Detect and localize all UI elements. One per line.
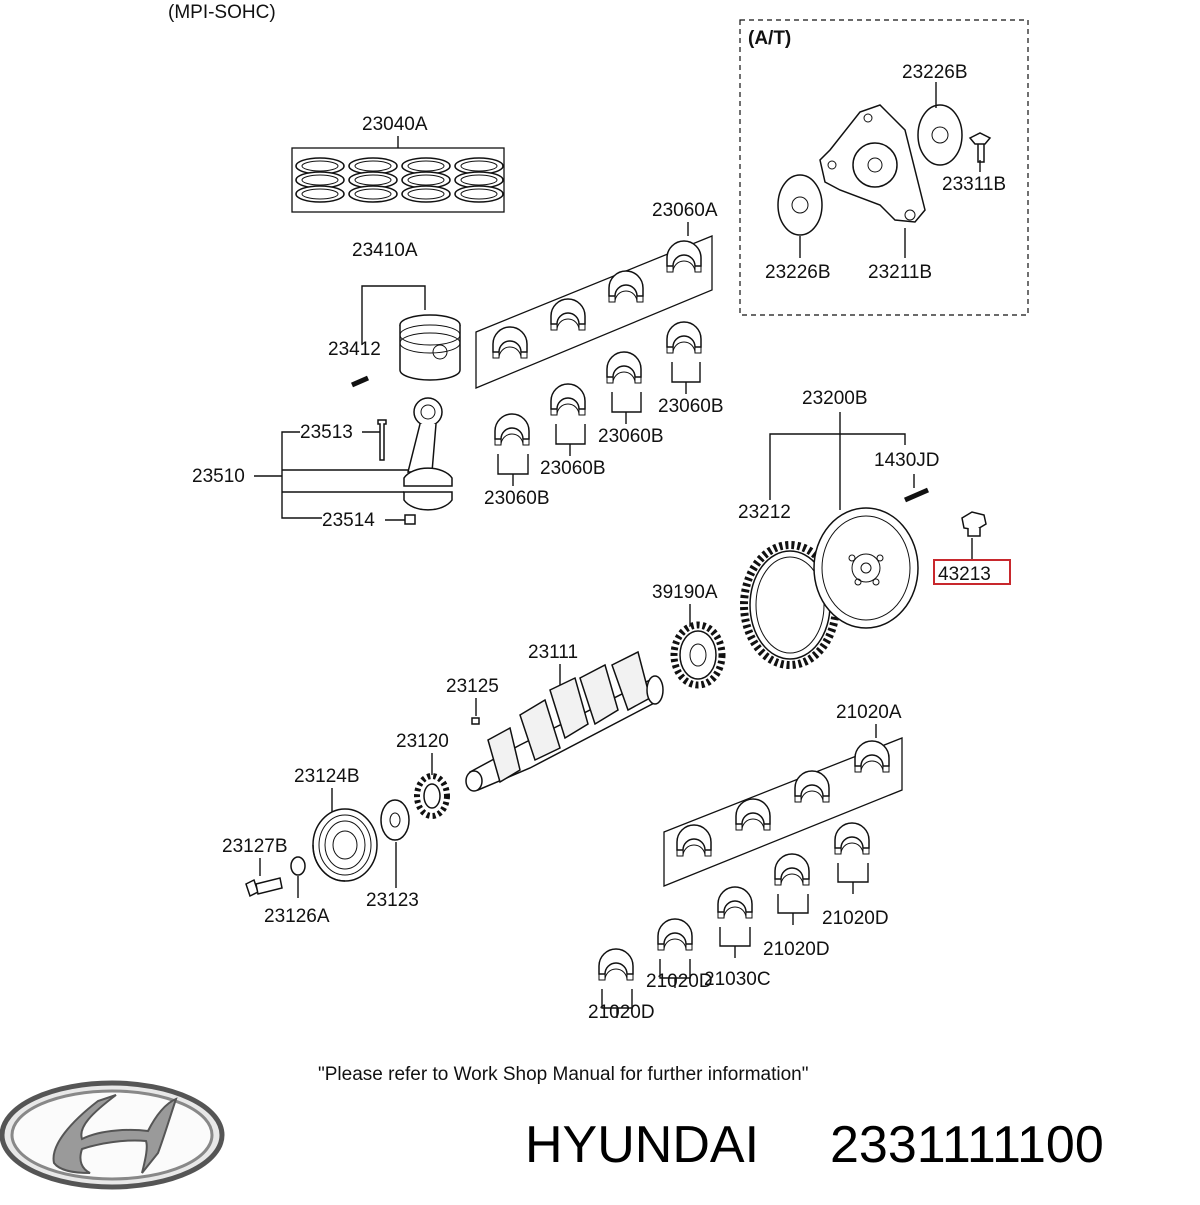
label-23513: 23513 (300, 422, 353, 443)
label-21020D-2: 21020D (646, 971, 713, 992)
label-23510: 23510 (192, 466, 245, 487)
crank-sprocket (670, 621, 726, 689)
label-23111: 23111 (528, 642, 578, 663)
label-23200B: 23200B (802, 388, 868, 409)
engine-variant-label: (MPI-SOHC) (168, 2, 276, 23)
washer-23123 (380, 799, 410, 841)
piston (399, 314, 461, 381)
label-23120: 23120 (396, 731, 449, 752)
crankshaft (465, 650, 664, 792)
drive-plate-group (777, 104, 992, 236)
piston-rings (295, 157, 504, 203)
timing-sprocket (414, 773, 450, 819)
pulley-bolt (245, 877, 283, 898)
flywheel-bolt-43213 (961, 511, 987, 537)
bearing-set-21020A (663, 737, 903, 887)
label-23060B-3: 23060B (598, 426, 664, 447)
workshop-manual-note: "Please refer to Work Shop Manual for fu… (318, 1064, 808, 1085)
label-21030C: 21030C (704, 969, 771, 990)
label-23125: 23125 (446, 676, 499, 697)
label-23060B-4: 23060B (658, 396, 724, 417)
label-23060B-2: 23060B (540, 458, 606, 479)
label-21020D-1: 21020D (588, 1002, 655, 1023)
label-23126A: 23126A (264, 906, 330, 927)
at-inset-box (739, 19, 1029, 316)
hyundai-logo-icon (0, 1080, 225, 1190)
label-23060A: 23060A (652, 200, 718, 221)
crank-pulley (312, 808, 378, 882)
label-21020A: 21020A (836, 702, 902, 723)
label-23212: 23212 (738, 502, 791, 523)
label-23127B: 23127B (222, 836, 288, 857)
label-21020D-3: 21020D (763, 939, 830, 960)
label-39190A: 39190A (652, 582, 718, 603)
label-23040A: 23040A (362, 114, 428, 135)
brand-name: HYUNDAI (525, 1116, 759, 1174)
label-23311B: 23311B (942, 174, 1006, 195)
bearing-set-23060A (475, 235, 713, 389)
at-inset-title: (A/T) (748, 28, 791, 49)
label-23226B-top: 23226B (902, 62, 968, 83)
label-23060B-1: 23060B (484, 488, 550, 509)
label-23226B-bottom: 23226B (765, 262, 831, 283)
label-23123: 23123 (366, 890, 419, 911)
label-43213: 43213 (938, 564, 991, 585)
label-21020D-4: 21020D (822, 908, 889, 929)
label-23412: 23412 (328, 339, 381, 360)
label-23410A: 23410A (352, 240, 418, 261)
label-23514: 23514 (322, 510, 375, 531)
connecting-rod (403, 397, 453, 511)
pulley-washer (290, 856, 306, 876)
label-23124B: 23124B (294, 766, 360, 787)
label-1430JD: 1430JD (874, 450, 940, 471)
part-number: 2331111100 (830, 1116, 1104, 1174)
label-23211B: 23211B (868, 262, 932, 283)
flywheel (813, 507, 919, 629)
piston-ring-box (291, 147, 505, 213)
highlighted-part-box (933, 559, 1011, 585)
